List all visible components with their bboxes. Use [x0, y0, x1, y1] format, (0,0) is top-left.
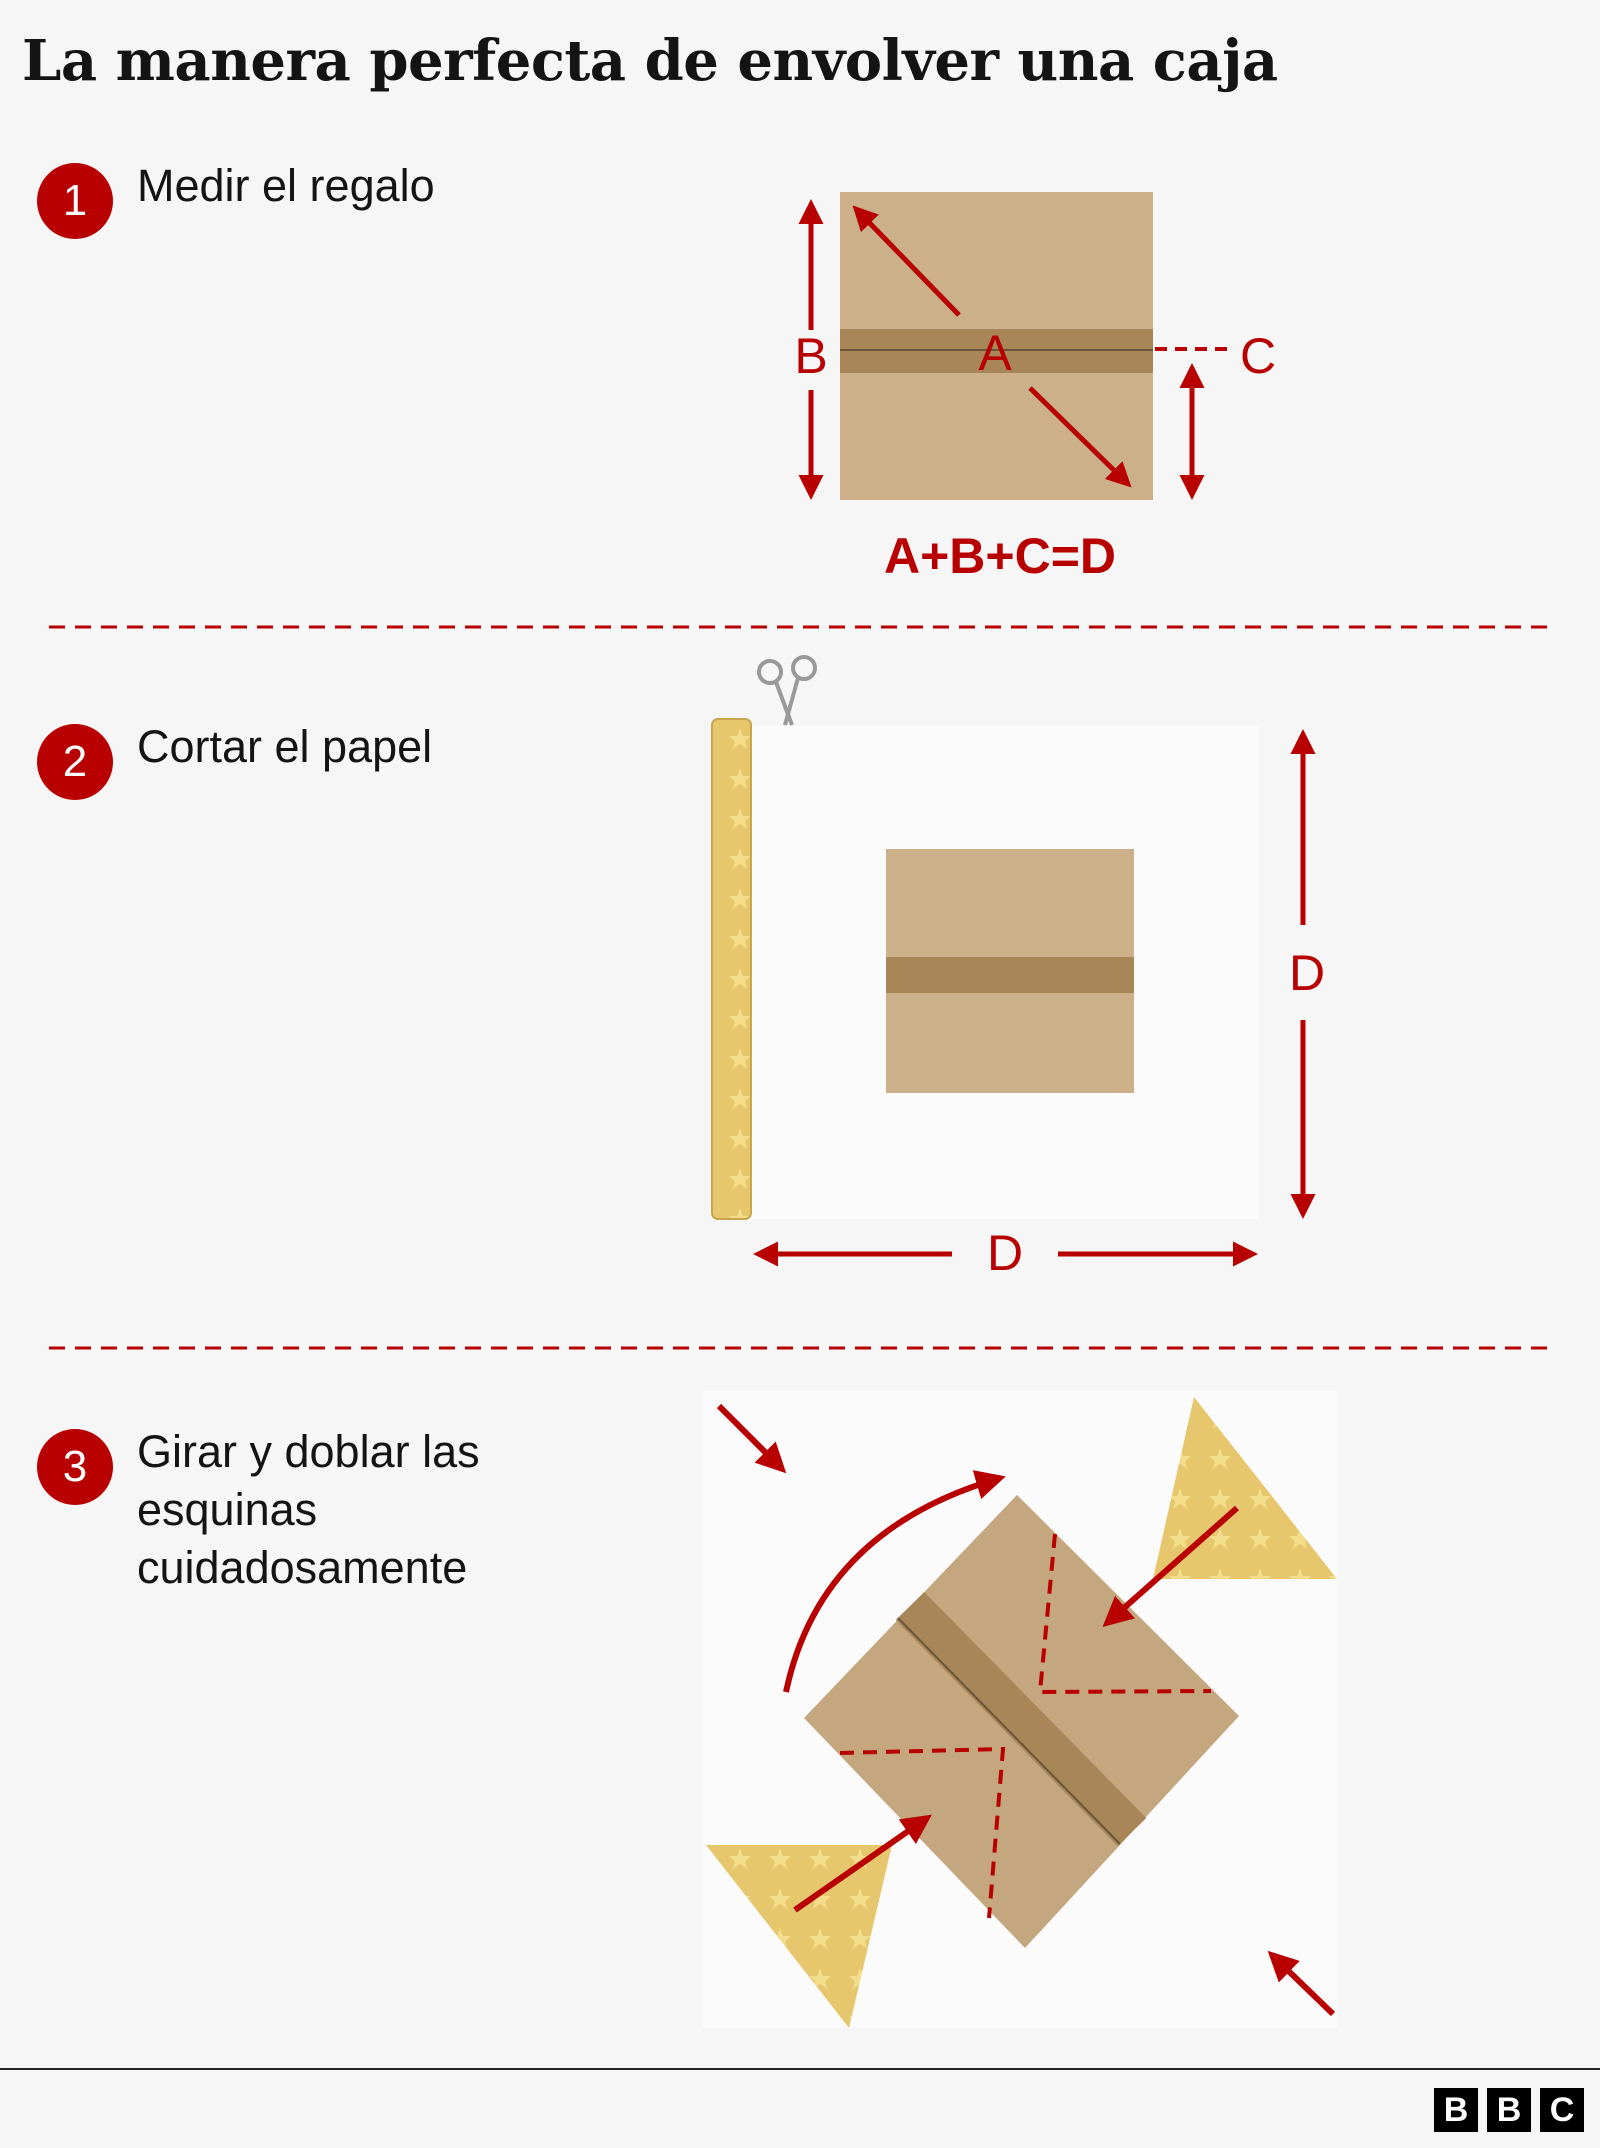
- scissors-icon: [757, 655, 817, 726]
- footer-divider: [0, 2068, 1600, 2070]
- rotate-arrow: [783, 1470, 1006, 1693]
- arrow-a-down: [1028, 386, 1132, 488]
- bbc-logo: B B C: [1434, 2088, 1584, 2132]
- step-number-badge: 3: [37, 1429, 113, 1505]
- step-3: 3 Girar y doblar las esquinas cuidadosam…: [37, 1426, 557, 1597]
- step-2: 2 Cortar el papel: [37, 721, 432, 800]
- step-text: Girar y doblar las esquinas cuidadosamen…: [137, 1426, 480, 1593]
- step2-arrows: [753, 729, 1316, 1267]
- step-1: 1 Medir el regalo: [37, 160, 435, 239]
- label-a: A: [978, 325, 1012, 381]
- logo-block: B: [1487, 2088, 1531, 2132]
- fold-lines: [839, 1533, 1212, 1919]
- step-number-badge: 2: [37, 724, 113, 800]
- arrow-a-up: [852, 205, 961, 317]
- page-title: La manera perfecta de envolver una caja: [22, 28, 1278, 94]
- logo-block: C: [1540, 2088, 1584, 2132]
- step1-box: [840, 192, 1153, 500]
- label-c: C: [1240, 328, 1276, 384]
- label-height: D: [1289, 945, 1325, 1001]
- label-width: D: [987, 1225, 1023, 1281]
- step1-arrows: [798, 199, 1232, 500]
- label-b: B: [794, 328, 827, 384]
- folded-corner: [1153, 1397, 1337, 1579]
- formula: A+B+C=D: [884, 528, 1116, 584]
- step-text: Medir el regalo: [137, 160, 435, 211]
- step2-box: [886, 849, 1134, 1093]
- step-text: Cortar el papel: [137, 721, 433, 772]
- logo-block: B: [1434, 2088, 1478, 2132]
- step-number-badge: 1: [37, 163, 113, 239]
- paper-roll: [711, 718, 752, 1220]
- step3-arrows: [716, 1403, 1336, 2017]
- folded-corner: [706, 1845, 892, 2028]
